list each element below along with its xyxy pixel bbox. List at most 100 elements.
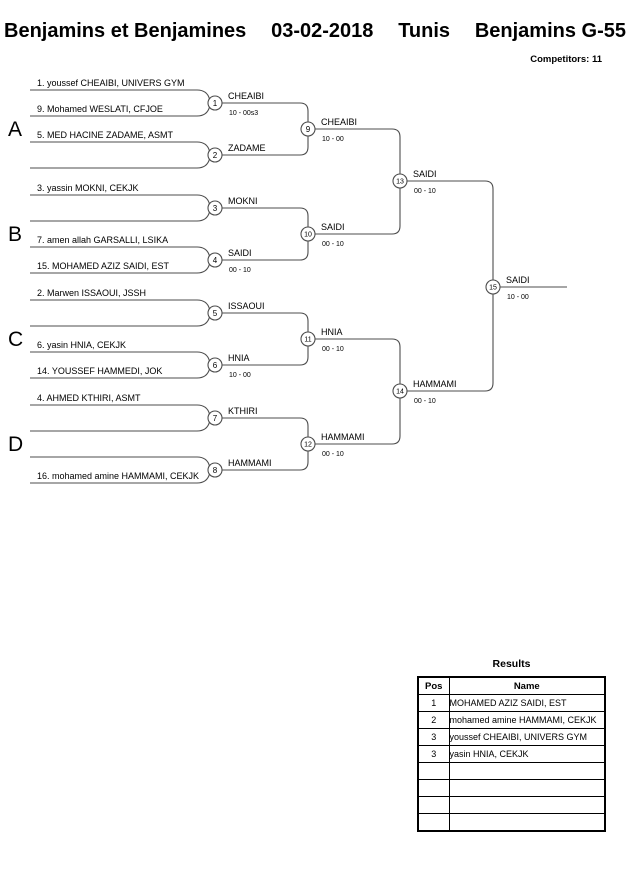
participant-name: 3. yassin MOKNI, CEKJK bbox=[37, 183, 139, 193]
bracket-slot-line bbox=[30, 456, 211, 467]
participant-name: 15. MOHAMED AZIZ SAIDI, EST bbox=[37, 261, 170, 271]
match-winner-name: CHEAIBI bbox=[321, 117, 357, 127]
match-number: 10 bbox=[304, 232, 312, 239]
match-number: 15 bbox=[489, 285, 497, 292]
winner-line bbox=[222, 207, 309, 227]
match-circle bbox=[207, 305, 223, 321]
bracket-slot-line bbox=[30, 368, 211, 379]
match-number: 11 bbox=[304, 337, 311, 344]
match-score: 00 - 10 bbox=[322, 346, 344, 353]
table-row bbox=[417, 813, 606, 832]
winner-line bbox=[222, 102, 309, 122]
table-row: 2 mohamed amine HAMMAMI, CEKJK bbox=[417, 711, 606, 729]
results-name-cell: mohamed amine HAMMAMI, CEKJK bbox=[448, 711, 606, 729]
bracket-slot-line bbox=[30, 263, 211, 274]
match-number: 12 bbox=[304, 442, 312, 449]
results-pos-cell: 1 bbox=[417, 694, 450, 712]
participant-name: 6. yasin HNIA, CEKJK bbox=[37, 340, 126, 350]
winner-line bbox=[315, 338, 401, 384]
winner-line bbox=[222, 346, 309, 366]
match-score: 10 - 00 bbox=[322, 136, 344, 143]
match-winner-name: HAMMAMI bbox=[321, 432, 365, 442]
title-location: Tunis bbox=[398, 20, 451, 42]
participant-name: 1. youssef CHEAIBI, UNIVERS GYM bbox=[37, 78, 185, 88]
match-score: 10 - 00 bbox=[507, 294, 529, 301]
match-circle bbox=[485, 279, 501, 295]
match-circle bbox=[207, 462, 223, 478]
bracket-slot-line bbox=[30, 106, 211, 117]
match-circle bbox=[207, 357, 223, 373]
match-number: 3 bbox=[213, 204, 218, 213]
match-winner-name: HAMMAMI bbox=[228, 458, 272, 468]
winner-line bbox=[315, 188, 401, 235]
bracket-slot-line bbox=[30, 316, 211, 327]
results-pos-cell: 3 bbox=[417, 728, 450, 746]
match-winner-name: HNIA bbox=[228, 353, 250, 363]
participant-name: 5. MED HACINE ZADAME, ASMT bbox=[37, 130, 174, 140]
results-pos-cell bbox=[417, 779, 450, 797]
match-circle bbox=[207, 410, 223, 426]
match-circle bbox=[300, 436, 316, 452]
match-winner-name: HAMMAMI bbox=[413, 379, 457, 389]
match-winner-name: ISSAOUI bbox=[228, 301, 265, 311]
match-number: 6 bbox=[213, 361, 218, 370]
winner-line bbox=[407, 180, 494, 280]
match-circle bbox=[300, 121, 316, 137]
match-score: 00 - 10 bbox=[229, 267, 251, 274]
match-score: 00 - 10 bbox=[414, 398, 436, 405]
group-label-d: D bbox=[8, 433, 23, 456]
match-winner-name: MOKNI bbox=[228, 196, 258, 206]
group-label-b: B bbox=[8, 223, 22, 246]
results-name-cell: youssef CHEAIBI, UNIVERS GYM bbox=[448, 728, 606, 746]
match-score: 00 - 10 bbox=[322, 451, 344, 458]
winner-line bbox=[222, 312, 309, 332]
match-number: 4 bbox=[213, 256, 218, 265]
table-row: 3 youssef CHEAIBI, UNIVERS GYM bbox=[417, 728, 606, 746]
match-number: 8 bbox=[213, 466, 218, 475]
bracket-slot-line bbox=[30, 473, 211, 484]
results-title: Results bbox=[492, 658, 531, 670]
bracket-slot-line bbox=[30, 404, 211, 415]
bracket-slot-line bbox=[30, 211, 211, 222]
winner-line bbox=[222, 451, 309, 471]
match-number: 13 bbox=[396, 179, 404, 186]
participant-name: 16. mohamed amine HAMMAMI, CEKJK bbox=[37, 471, 199, 481]
title-date: 03-02-2018 bbox=[271, 20, 374, 42]
winner-line bbox=[407, 294, 494, 392]
competitors-count: Competitors: 11 bbox=[530, 54, 602, 65]
match-score: 00 - 10 bbox=[414, 188, 436, 195]
match-winner-name: ZADAME bbox=[228, 143, 266, 153]
results-col-name: Name bbox=[448, 676, 606, 695]
table-row bbox=[417, 796, 606, 814]
bracket-slot-line bbox=[30, 158, 211, 169]
results-table: Pos Name 1 MOHAMED AZIZ SAIDI, EST 2 moh… bbox=[417, 676, 606, 832]
title-weight-class: Benjamins G-55 bbox=[474, 20, 626, 42]
winner-line bbox=[315, 128, 401, 174]
winner-line bbox=[222, 136, 309, 156]
match-winner-name: KTHIRI bbox=[228, 406, 258, 416]
match-circle bbox=[207, 147, 223, 163]
participant-name: 14. YOUSSEF HAMMEDI, JOK bbox=[37, 366, 162, 376]
match-number: 1 bbox=[213, 99, 218, 108]
title-category: Benjamins et Benjamines bbox=[4, 20, 247, 42]
results-name-cell: yasin HNIA, CEKJK bbox=[448, 745, 606, 763]
winner-line bbox=[315, 398, 401, 445]
table-row: 3 yasin HNIA, CEKJK bbox=[417, 745, 606, 763]
match-score: 10 - 00s3 bbox=[229, 110, 258, 117]
participant-name: 9. Mohamed WESLATI, CFJOE bbox=[37, 104, 163, 114]
winner-line bbox=[222, 241, 309, 261]
match-circle bbox=[300, 331, 316, 347]
results-name-cell bbox=[448, 813, 606, 832]
match-winner-name: SAIDI bbox=[321, 222, 345, 232]
results-pos-cell: 2 bbox=[417, 711, 450, 729]
bracket-slot-line bbox=[30, 421, 211, 432]
table-row bbox=[417, 762, 606, 780]
table-row bbox=[417, 779, 606, 797]
results-header-row: Pos Name bbox=[417, 676, 606, 695]
results-name-cell: MOHAMED AZIZ SAIDI, EST bbox=[448, 694, 606, 712]
match-number: 5 bbox=[213, 309, 218, 318]
match-circle bbox=[207, 200, 223, 216]
match-winner-name: CHEAIBI bbox=[228, 91, 264, 101]
bracket-diagram: A B C D bbox=[8, 78, 567, 484]
